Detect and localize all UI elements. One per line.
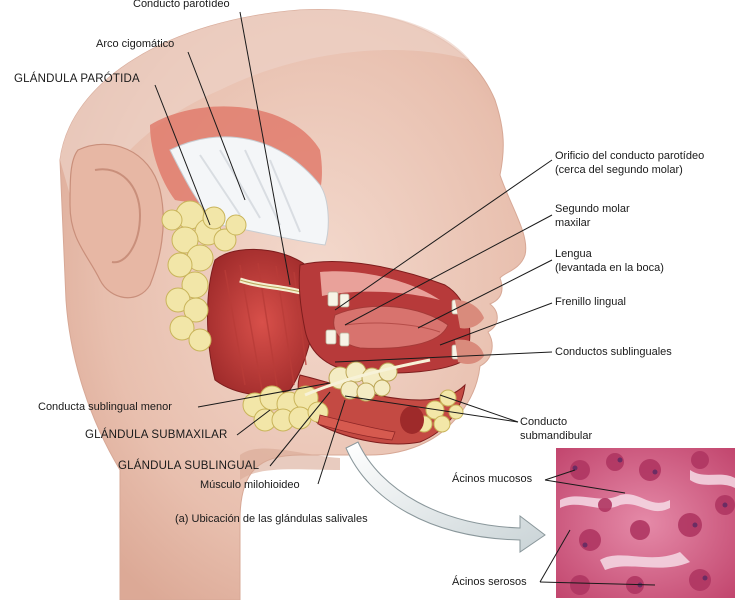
- magnification-arrow: [345, 441, 546, 553]
- label-lengua-line1: Lengua: [555, 248, 592, 260]
- label-segundo-molar-line2: maxilar: [555, 217, 591, 229]
- label-conductos-sublinguales: Conductos sublinguales: [555, 346, 672, 358]
- label-acinos-serosos: Ácinos serosos: [452, 576, 527, 588]
- submandibular-duct: [304, 358, 431, 397]
- mylohyoid-muscle: [317, 414, 396, 441]
- ear: [69, 143, 164, 299]
- label-glandula-sublingual: GLÁNDULA SUBLINGUAL: [118, 460, 260, 472]
- histology-inset: [556, 448, 735, 598]
- palate: [320, 271, 440, 300]
- label-frenillo-lingual: Frenillo lingual: [555, 296, 626, 308]
- label-conducto-parotideo: Conducto parotídeo: [133, 0, 230, 10]
- lips: [455, 300, 484, 329]
- label-segundo-molar-line1: Segundo molar: [555, 203, 630, 215]
- label-orificio-line1: Orificio del conducto parotídeo: [555, 150, 705, 162]
- figure-caption: (a) Ubicación de las glándulas salivales: [175, 513, 368, 525]
- label-acinos-mucosos: Ácinos mucosos: [452, 473, 533, 485]
- label-conducta-sublingual-menor: Conducta sublingual menor: [38, 401, 172, 413]
- label-conducto-submandibular-line1: Conducto: [520, 416, 568, 428]
- label-arco-cigomatico: Arco cigomático: [96, 38, 175, 50]
- label-orificio-line2: (cerca del segundo molar): [555, 164, 683, 176]
- submaxillary-gland: [242, 385, 329, 432]
- label-lengua-line2: (levantada en la boca): [555, 262, 664, 274]
- label-glandula-submaxilar: GLÁNDULA SUBMAXILAR: [85, 429, 228, 441]
- leader-lines: [154, 11, 656, 586]
- label-musculo-milohioideo: Músculo milohioideo: [200, 479, 300, 491]
- label-glandula-parotida: GLÁNDULA PARÓTIDA: [14, 73, 140, 85]
- hairline-shade: [60, 9, 470, 230]
- parotid-gland: [161, 200, 247, 352]
- label-conducto-submandibular-line2: submandibular: [520, 430, 593, 442]
